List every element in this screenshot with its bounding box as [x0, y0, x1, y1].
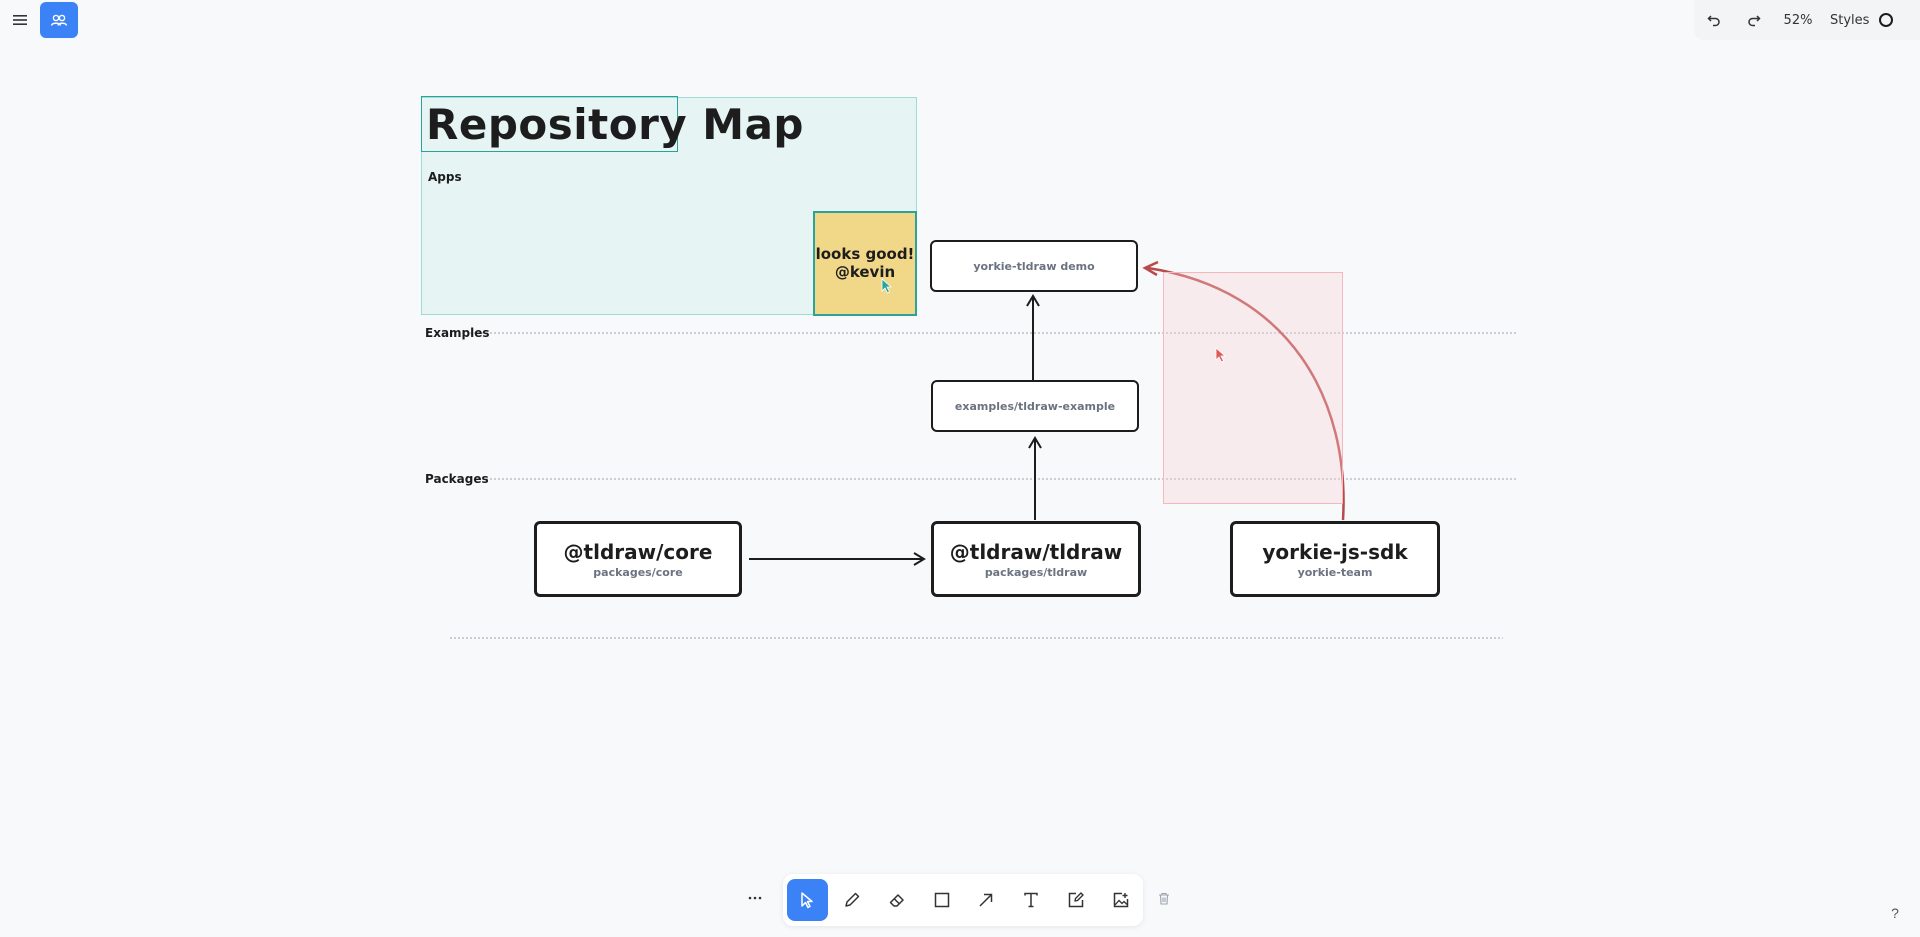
- node-yorkie-js-sdk[interactable]: yorkie-js-sdk yorkie-team: [1230, 521, 1440, 597]
- node-title: @tldraw/core: [563, 539, 713, 564]
- select-tool-button[interactable]: [786, 879, 829, 921]
- undo-icon: [1707, 15, 1720, 27]
- node-yorkie-tldraw-demo[interactable]: yorkie-tldraw demo: [930, 240, 1138, 292]
- pink-rectangle[interactable]: [1163, 272, 1343, 504]
- trash-icon: [1159, 892, 1169, 905]
- draw-tool-button[interactable]: [831, 879, 873, 921]
- title-selection-box[interactable]: Repository Map: [421, 96, 804, 152]
- styles-button[interactable]: Styles: [1830, 12, 1870, 28]
- node-tldraw-tldraw[interactable]: @tldraw/tldraw packages/tldraw: [931, 521, 1141, 597]
- tool-palette: [783, 874, 1143, 926]
- delete-button[interactable]: [1150, 884, 1178, 912]
- section-label-examples[interactable]: Examples: [425, 326, 490, 340]
- redo-icon: [1748, 15, 1761, 27]
- note-tool-button[interactable]: [1055, 879, 1097, 921]
- style-color-indicator[interactable]: [1879, 13, 1894, 27]
- section-label-packages[interactable]: Packages: [425, 472, 489, 486]
- node-subtitle: packages/core: [593, 565, 683, 579]
- sticky-line-2: @kevin: [834, 262, 896, 281]
- eraser-tool-button[interactable]: [876, 879, 918, 921]
- arrow-icon: [979, 893, 993, 907]
- node-subtitle: packages/tldraw: [984, 565, 1088, 579]
- collaborator-cursor-red-icon: [1215, 347, 1227, 363]
- node-title: @tldraw/tldraw: [949, 539, 1123, 564]
- image-icon: [1113, 892, 1128, 908]
- image-tool-button[interactable]: [1100, 879, 1142, 921]
- node-subtitle: yorkie-team: [1297, 565, 1373, 579]
- arrow-example-to-demo: [1026, 294, 1040, 380]
- sticky-line-1: looks good!: [815, 245, 915, 264]
- eraser-icon: [889, 894, 904, 907]
- top-right-panel: 52% Styles: [1694, 0, 1920, 40]
- section-label-apps[interactable]: Apps: [428, 170, 462, 184]
- rectangle-icon: [934, 892, 949, 908]
- zoom-level[interactable]: 52%: [1783, 12, 1813, 28]
- more-icon: [748, 896, 762, 900]
- undo-button[interactable]: [1694, 0, 1734, 40]
- arrow-core-to-tldraw: [749, 552, 926, 566]
- arrow-tldraw-to-example: [1028, 436, 1042, 520]
- people-icon: [50, 14, 68, 26]
- text-tool-button[interactable]: [1010, 879, 1052, 921]
- main-menu-button[interactable]: [6, 6, 34, 34]
- more-tools-button[interactable]: [737, 880, 773, 916]
- collaborator-cursor-teal-icon: [881, 278, 893, 294]
- text-icon: [1024, 892, 1038, 908]
- select-icon: [801, 892, 814, 909]
- note-icon: [1068, 892, 1084, 908]
- rectangle-tool-button[interactable]: [921, 879, 963, 921]
- arrow-tool-button[interactable]: [966, 879, 1008, 921]
- help-button[interactable]: ?: [1882, 900, 1908, 926]
- node-title: yorkie-js-sdk: [1262, 539, 1408, 564]
- page-title: Repository Map: [426, 99, 804, 149]
- sticky-note[interactable]: looks good! @kevin: [813, 211, 917, 316]
- node-label: examples/tldraw-example: [954, 399, 1116, 413]
- pencil-icon: [845, 892, 860, 907]
- hamburger-menu-icon: [13, 15, 27, 25]
- node-tldraw-core[interactable]: @tldraw/core packages/core: [534, 521, 742, 597]
- node-examples-tldraw-example[interactable]: examples/tldraw-example: [931, 380, 1139, 432]
- node-label: yorkie-tldraw demo: [973, 259, 1095, 273]
- multiplayer-button[interactable]: [40, 2, 78, 38]
- redo-button[interactable]: [1734, 0, 1774, 40]
